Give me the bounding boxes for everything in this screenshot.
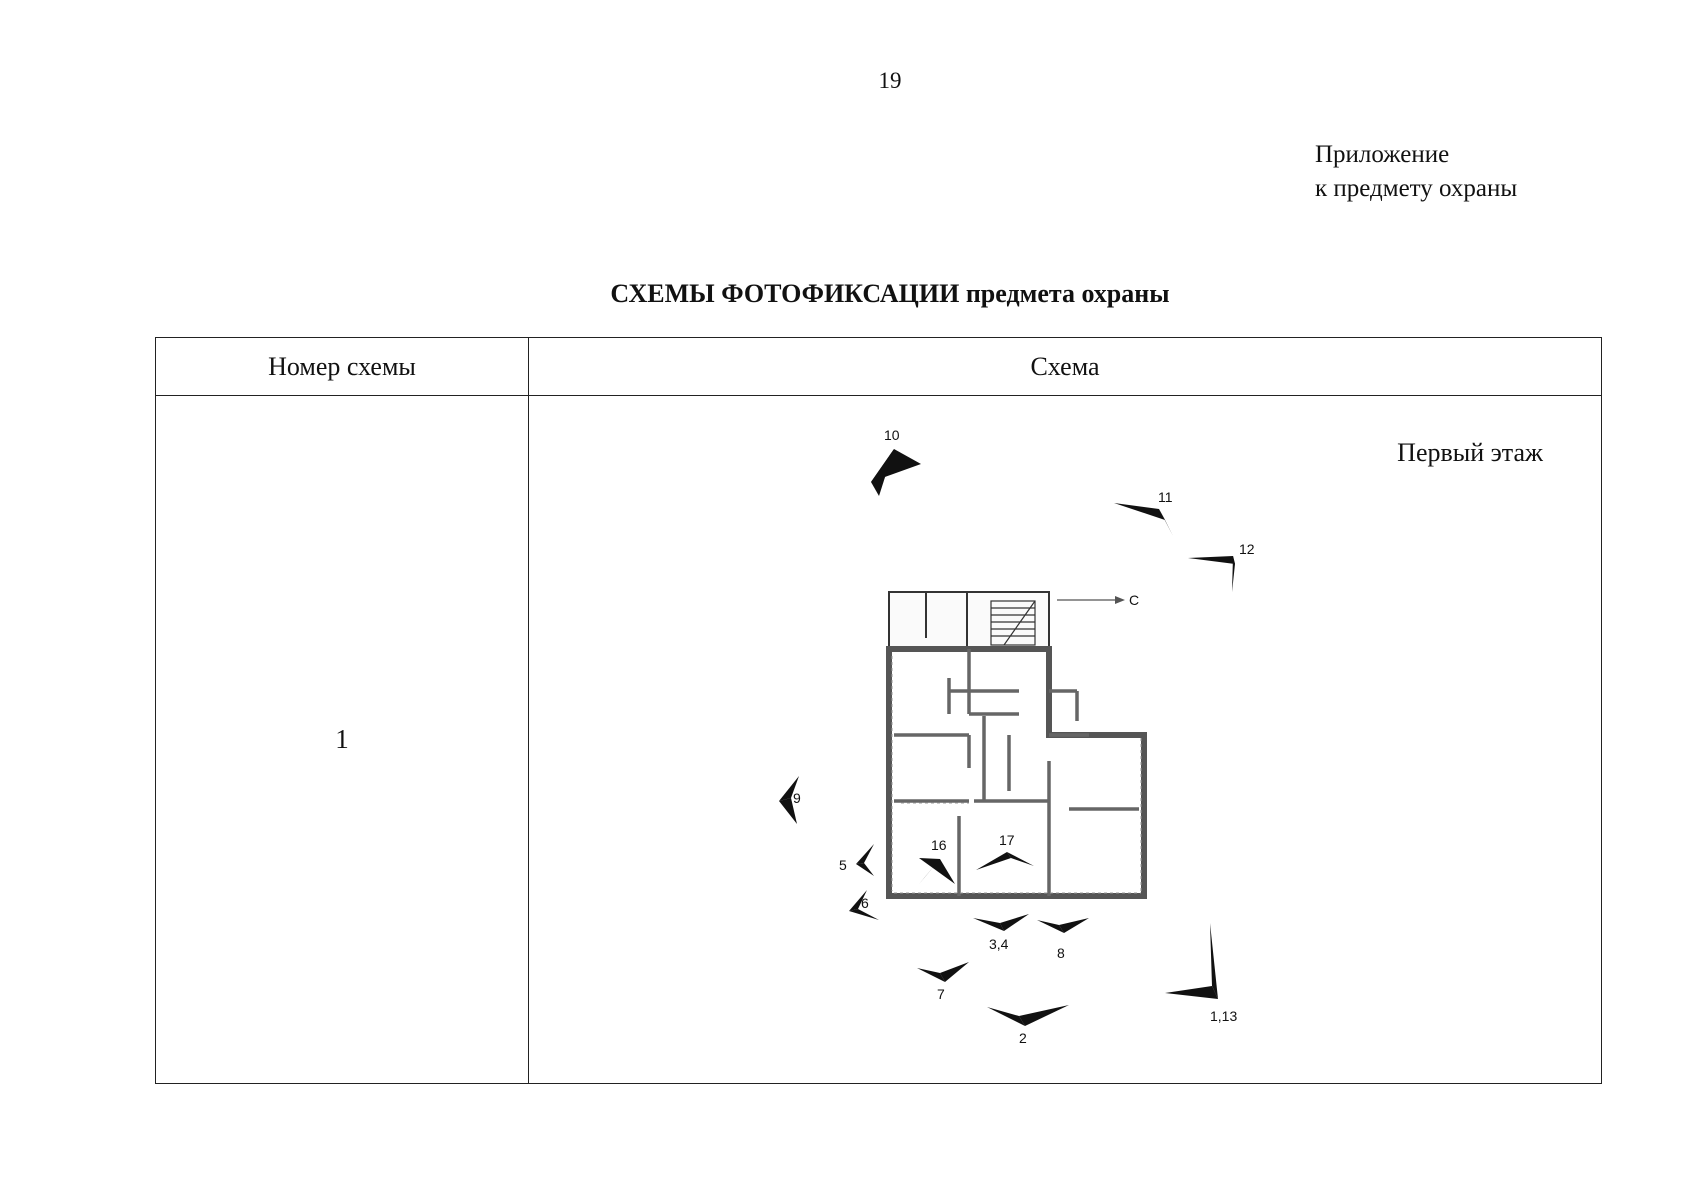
svg-text:6: 6 <box>861 895 869 911</box>
appendix-line-2: к предмету охраны <box>1315 175 1518 202</box>
svg-text:1,13: 1,13 <box>1210 1008 1237 1024</box>
marker-10: 10 <box>871 427 921 496</box>
svg-text:2: 2 <box>1019 1030 1027 1046</box>
marker-16: 16 <box>919 837 955 884</box>
svg-text:9: 9 <box>793 790 801 806</box>
svg-text:16: 16 <box>931 837 947 853</box>
scheme-cell: Первый этаж <box>528 395 1602 1084</box>
svg-text:7: 7 <box>937 986 945 1002</box>
north-arrow: С <box>1057 592 1139 608</box>
svg-text:5: 5 <box>839 857 847 873</box>
appendix-label: Приложение к предмету охраны <box>1315 138 1517 206</box>
marker-8: 8 <box>1037 918 1089 961</box>
marker-7: 7 <box>917 962 969 1002</box>
appendix-line-1: Приложение <box>1315 141 1450 168</box>
scheme-number-cell: 1 <box>155 395 529 1084</box>
header-scheme-number: Номер схемы <box>155 337 529 396</box>
svg-text:8: 8 <box>1057 945 1065 961</box>
svg-text:3,4: 3,4 <box>989 936 1009 952</box>
marker-5: 5 <box>839 844 874 876</box>
marker-2: 2 <box>987 1005 1069 1046</box>
marker-12: 12 <box>1188 541 1255 592</box>
document-title: СХЕМЫ ФОТОФИКСАЦИИ предмета охраны <box>0 279 1692 309</box>
svg-text:11: 11 <box>1158 489 1173 505</box>
scheme-table: Номер схемы Схема 1 Первый этаж <box>155 337 1602 1084</box>
table-header-row: Номер схемы Схема <box>155 337 1602 396</box>
floor-plan-diagram: С 10 11 <box>779 427 1255 1046</box>
svg-text:17: 17 <box>999 832 1015 848</box>
svg-text:10: 10 <box>884 427 900 443</box>
marker-17: 17 <box>976 832 1034 870</box>
title-bold: СХЕМЫ ФОТОФИКСАЦИИ <box>610 279 960 308</box>
building-plan <box>886 591 1147 899</box>
title-rest: предмета охраны <box>965 279 1170 308</box>
floor-label: Первый этаж <box>1397 438 1543 467</box>
marker-9: 9 <box>779 776 801 824</box>
marker-3-4: 3,4 <box>973 914 1029 952</box>
photo-markers: 10 11 12 9 <box>779 427 1255 1046</box>
marker-6: 6 <box>849 890 879 920</box>
staircase <box>990 600 1036 646</box>
marker-1-13: 1,13 <box>1165 923 1237 1024</box>
marker-11: 11 <box>1114 489 1173 536</box>
page-number: 19 <box>878 68 902 93</box>
north-label: С <box>1129 592 1139 608</box>
header-scheme: Схема <box>528 337 1602 396</box>
svg-text:12: 12 <box>1239 541 1255 557</box>
table-row: 1 Первый этаж <box>155 395 1602 1084</box>
